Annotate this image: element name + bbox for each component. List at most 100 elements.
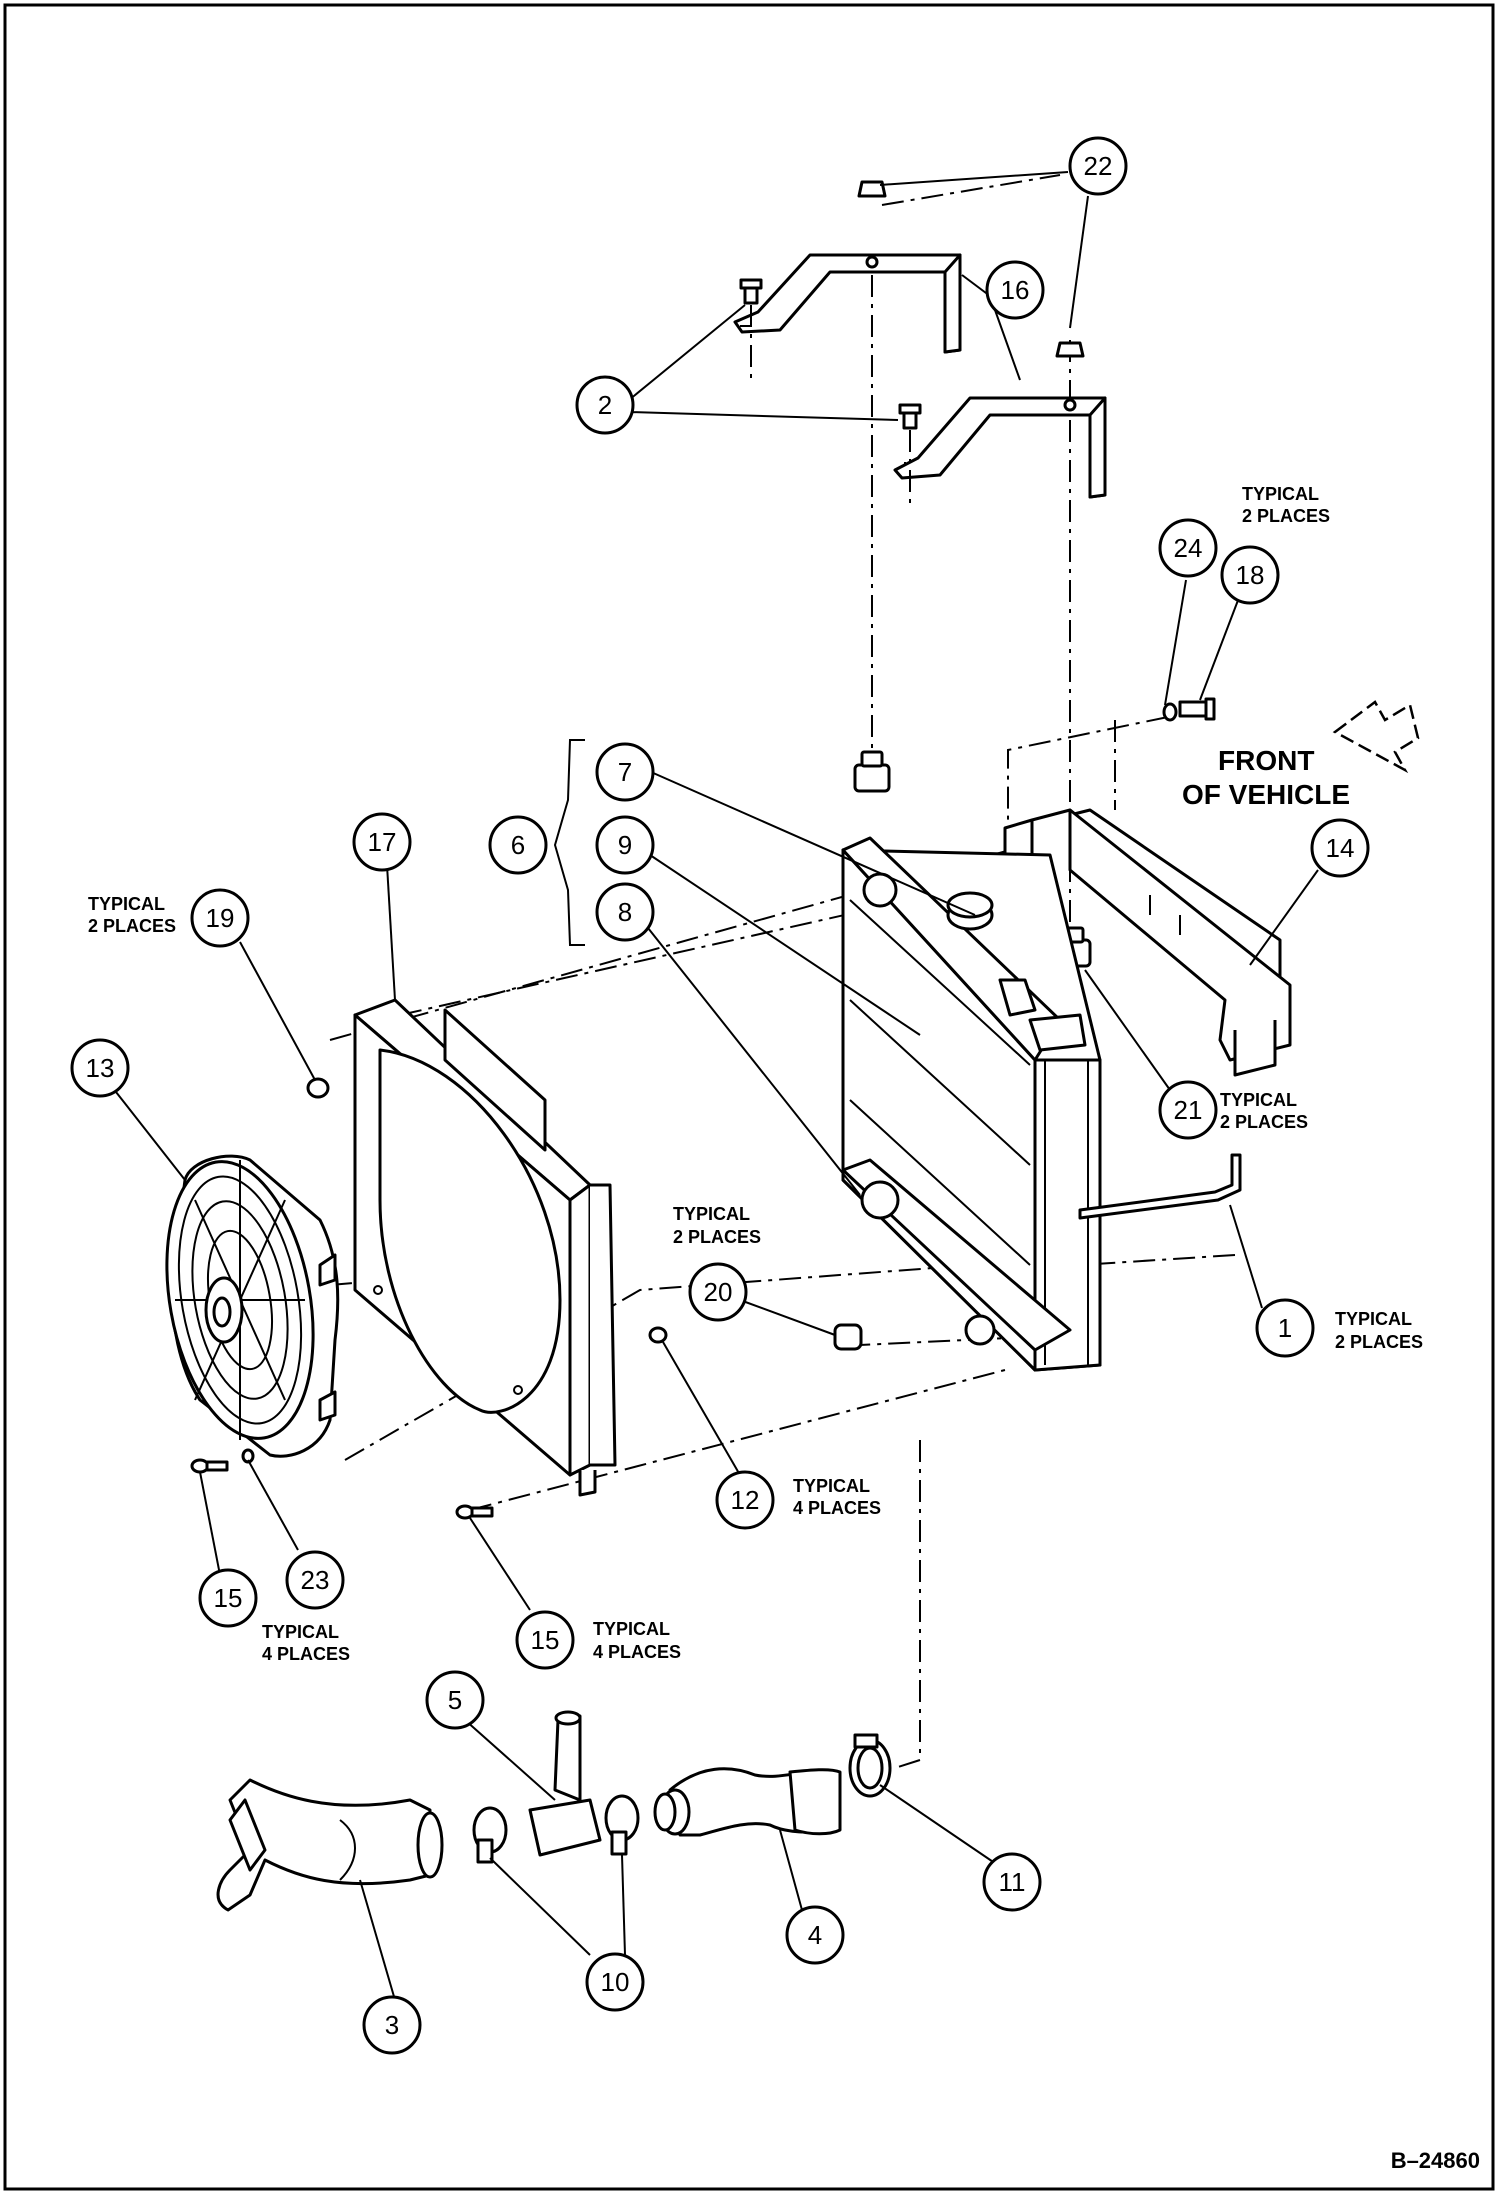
svg-text:21: 21	[1174, 1095, 1203, 1125]
mounting-bracket-lower	[893, 396, 1107, 499]
callout-10: 10	[585, 1952, 645, 2012]
svg-text:4 PLACES: 4 PLACES	[262, 1644, 350, 1664]
callout-15-left: 15	[198, 1568, 258, 1628]
callout-4: 4	[785, 1905, 845, 1965]
svg-text:4: 4	[808, 1920, 822, 1950]
svg-text:TYPICAL: TYPICAL	[673, 1204, 750, 1224]
svg-text:18: 18	[1236, 560, 1265, 590]
isolator-mount-left	[853, 750, 891, 793]
hose-clamp-left	[472, 1806, 508, 1864]
svg-text:3: 3	[385, 2010, 399, 2040]
radiator-assembly	[841, 836, 1102, 1372]
svg-text:2 PLACES: 2 PLACES	[673, 1227, 761, 1247]
svg-text:24: 24	[1174, 533, 1203, 563]
svg-text:15: 15	[531, 1625, 560, 1655]
group-brace	[553, 739, 585, 946]
svg-text:4 PLACES: 4 PLACES	[593, 1642, 681, 1662]
shroud-screw	[455, 1504, 494, 1520]
svg-text:4 PLACES: 4 PLACES	[793, 1498, 881, 1518]
svg-text:17: 17	[368, 827, 397, 857]
svg-text:8: 8	[618, 897, 632, 927]
mounting-bracket-upper	[733, 253, 962, 354]
svg-text:16: 16	[1001, 275, 1030, 305]
bolt-and-washer	[1162, 697, 1216, 722]
svg-text:10: 10	[601, 1967, 630, 1997]
svg-text:20: 20	[704, 1277, 733, 1307]
callout-14: 14	[1310, 818, 1370, 878]
lower-hose	[653, 1767, 842, 1837]
svg-text:TYPICAL: TYPICAL	[262, 1622, 339, 1642]
callout-16: 16	[985, 260, 1045, 320]
callout-20: 20	[688, 1262, 748, 1322]
callout-21: 2321	[1158, 1080, 1218, 1140]
hose-clamp-large	[848, 1733, 892, 1798]
bolt-upper	[739, 278, 763, 380]
callout-12: 12	[715, 1470, 775, 1530]
callout-22: 22	[1068, 136, 1128, 196]
radiator-support-bracket	[1003, 808, 1292, 1077]
callout-3: 3	[362, 1995, 422, 2055]
svg-text:TYPICAL: TYPICAL	[1242, 484, 1319, 504]
callout-17: 17	[352, 812, 412, 872]
nut-upper	[857, 180, 887, 198]
svg-text:5: 5	[448, 1685, 462, 1715]
svg-text:7: 7	[618, 757, 632, 787]
svg-text:1: 1	[1278, 1313, 1292, 1343]
callout-8: 8	[595, 882, 655, 942]
svg-text:TYPICAL: TYPICAL	[1335, 1309, 1412, 1329]
svg-text:23: 23	[301, 1565, 330, 1595]
svg-text:2 PLACES: 2 PLACES	[88, 916, 176, 936]
callout-5: 5	[425, 1670, 485, 1730]
svg-text:14: 14	[1326, 833, 1355, 863]
svg-text:2 PLACES: 2 PLACES	[1335, 1332, 1423, 1352]
callout-9: 9	[595, 815, 655, 875]
svg-text:TYPICAL: TYPICAL	[793, 1476, 870, 1496]
front-arrow	[1332, 700, 1420, 774]
callouts: 22 16 2 24 18 7 6 9 8 17 14 202119 13 23…	[70, 136, 1370, 2055]
callout-13: 13	[70, 1038, 130, 1098]
nut-lower	[1055, 341, 1085, 358]
svg-text:2: 2	[598, 390, 612, 420]
svg-text:TYPICAL: TYPICAL	[1220, 1090, 1297, 1110]
svg-text:2 PLACES: 2 PLACES	[1220, 1112, 1308, 1132]
svg-text:15: 15	[214, 1583, 243, 1613]
svg-text:22: 22	[1084, 151, 1113, 181]
upper-hose	[216, 1778, 444, 1912]
drain-fitting	[1078, 1153, 1242, 1220]
callout-19: 202119	[190, 888, 250, 948]
drain-plug	[833, 1323, 863, 1351]
svg-text:13: 13	[86, 1053, 115, 1083]
electric-fan	[165, 1154, 340, 1458]
callout-1: 1	[1255, 1298, 1315, 1358]
leader-lines	[115, 171, 1319, 2001]
svg-text:6: 6	[511, 830, 525, 860]
fan-shroud	[353, 998, 617, 1497]
svg-text:19: 19	[206, 903, 235, 933]
callout-6: 6	[488, 815, 548, 875]
page-border	[3, 3, 1495, 2191]
hose-clamp-right	[604, 1794, 640, 1856]
svg-text:9: 9	[618, 830, 632, 860]
callout-18: 18	[1220, 545, 1280, 605]
callout-15-right: 15	[515, 1610, 575, 1670]
front-label-line1: FRONT	[1218, 745, 1314, 776]
shroud-nut	[648, 1326, 668, 1344]
fan-screw	[190, 1448, 255, 1474]
callout-11: 11	[982, 1852, 1042, 1912]
callout-23: 23	[285, 1550, 345, 1610]
svg-text:2 PLACES: 2 PLACES	[1242, 506, 1330, 526]
callout-2: 2	[575, 375, 635, 435]
shroud-nut-upper	[306, 1077, 330, 1099]
svg-text:TYPICAL: TYPICAL	[593, 1619, 670, 1639]
notes: TYPICAL 2 PLACES TYPICAL 2 PLACES TYPICA…	[88, 484, 1423, 1664]
svg-text:TYPICAL: TYPICAL	[88, 894, 165, 914]
tee-fitting	[528, 1710, 602, 1857]
svg-text:12: 12	[731, 1485, 760, 1515]
callout-24: 24	[1158, 518, 1218, 578]
callout-7: 7	[595, 742, 655, 802]
front-label-line2: OF VEHICLE	[1182, 779, 1350, 810]
figure-id: B–24860	[1391, 2148, 1480, 2173]
bolt-lower	[898, 403, 922, 510]
svg-text:11: 11	[999, 1867, 1026, 1897]
